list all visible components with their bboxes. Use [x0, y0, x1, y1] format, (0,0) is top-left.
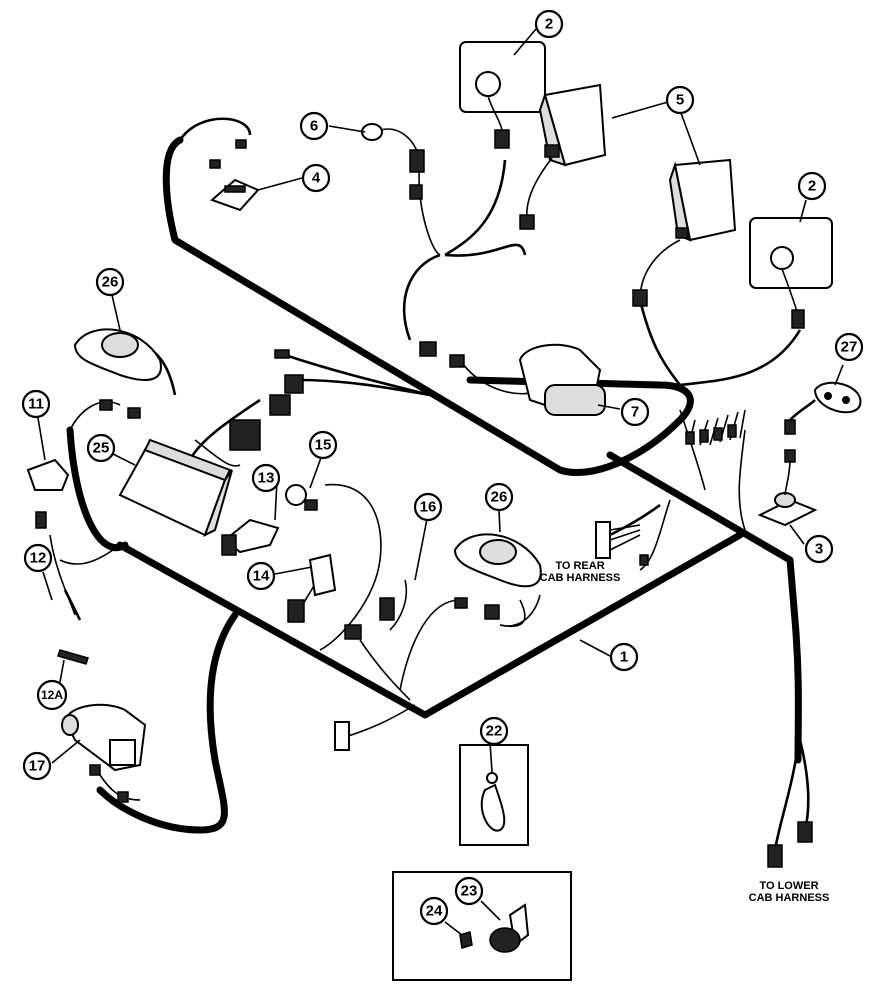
- bracket-11: [26, 458, 70, 491]
- callout-26-left-label: 26: [102, 274, 119, 291]
- lower-cab-connectors: [767, 821, 813, 868]
- leader-lines: [37, 28, 844, 936]
- callout-15-label: 15: [315, 437, 332, 454]
- callout-27-label: 27: [841, 339, 858, 356]
- callout-11: 11: [21, 389, 51, 419]
- callout-4: 4: [301, 163, 331, 193]
- callout-12: 12: [23, 543, 53, 573]
- connector-12a: [57, 649, 89, 665]
- flood-lamp-5-top: [519, 83, 607, 230]
- pigtail-connectors: [685, 409, 746, 446]
- callout-5-label: 5: [676, 92, 684, 109]
- callout-13-label: 13: [258, 470, 275, 487]
- callout-1-label: 1: [620, 649, 628, 666]
- flood-lamp-5-right: [632, 158, 737, 307]
- callout-6: 6: [299, 111, 329, 141]
- callout-27: 27: [834, 332, 864, 362]
- work-lamp-2-right: [749, 217, 833, 329]
- callout-24: 24: [419, 896, 449, 926]
- callout-2-right-label: 2: [808, 178, 816, 195]
- callout-2-label: 2: [545, 16, 553, 33]
- switch-3: [757, 449, 818, 527]
- note-rear-cab-harness: TO REAR CAB HARNESS: [530, 560, 630, 584]
- callout-25: 25: [86, 433, 116, 463]
- callout-22-label: 22: [486, 723, 503, 740]
- connector-16: [344, 597, 395, 640]
- callout-24-label: 24: [426, 903, 443, 920]
- kit-box-22: [459, 744, 529, 846]
- callout-16: 16: [413, 492, 443, 522]
- callout-5: 5: [665, 85, 695, 115]
- callout-26-right: 26: [484, 482, 514, 512]
- speaker-26-right: [453, 533, 542, 620]
- bottom-connector: [334, 721, 350, 751]
- callout-12a-label: 12A: [41, 688, 63, 702]
- plug-27: [784, 381, 862, 435]
- callout-12a: 12A: [36, 679, 68, 711]
- callout-12-label: 12: [30, 550, 47, 567]
- callout-25-label: 25: [93, 440, 110, 457]
- callout-23-label: 23: [461, 883, 478, 900]
- callout-7: 7: [620, 397, 650, 427]
- callout-4-label: 4: [312, 170, 321, 187]
- callout-17: 17: [22, 751, 52, 781]
- callout-7-label: 7: [631, 404, 639, 421]
- connector-14: [287, 553, 337, 623]
- callout-15: 15: [308, 430, 338, 460]
- callout-22: 22: [479, 716, 509, 746]
- switch-15: [285, 484, 318, 511]
- dome-lamp-6: [361, 123, 425, 200]
- callout-17-label: 17: [29, 758, 46, 775]
- callout-2-top: 2: [534, 9, 564, 39]
- connector-13: [221, 518, 280, 556]
- work-lamp-2-top: [459, 41, 546, 149]
- callout-3: 3: [804, 534, 834, 564]
- radio-25: [118, 349, 304, 538]
- callout-26-right-label: 26: [491, 489, 508, 506]
- note-lower-line1: TO LOWER: [759, 880, 819, 892]
- callout-2-right: 2: [797, 171, 827, 201]
- callout-16-label: 16: [420, 499, 437, 516]
- clip-12: [35, 511, 82, 621]
- note-lower-line2: CAB HARNESS: [748, 892, 830, 904]
- callout-13: 13: [251, 463, 281, 493]
- wiper-motor-7: [419, 341, 606, 416]
- kit-box-23-24: [392, 871, 572, 981]
- callout-6-label: 6: [310, 118, 318, 135]
- callout-26-left: 26: [95, 267, 125, 297]
- note-rear-line2: CAB HARNESS: [539, 572, 621, 584]
- switch-4: [210, 178, 260, 212]
- callout-3-label: 3: [815, 541, 823, 558]
- callout-11-label: 11: [28, 396, 44, 413]
- callout-14: 14: [246, 561, 276, 591]
- note-rear-line1: TO REAR: [555, 560, 605, 572]
- rear-cab-connector: [595, 521, 649, 566]
- washer-motor-17: [61, 703, 147, 803]
- callout-14-label: 14: [253, 568, 270, 585]
- callout-1: 1: [609, 642, 639, 672]
- note-lower-cab-harness: TO LOWER CAB HARNESS: [734, 880, 844, 904]
- top-connector-loop: [178, 117, 252, 169]
- callout-23: 23: [454, 876, 484, 906]
- speaker-26-left: [73, 328, 162, 419]
